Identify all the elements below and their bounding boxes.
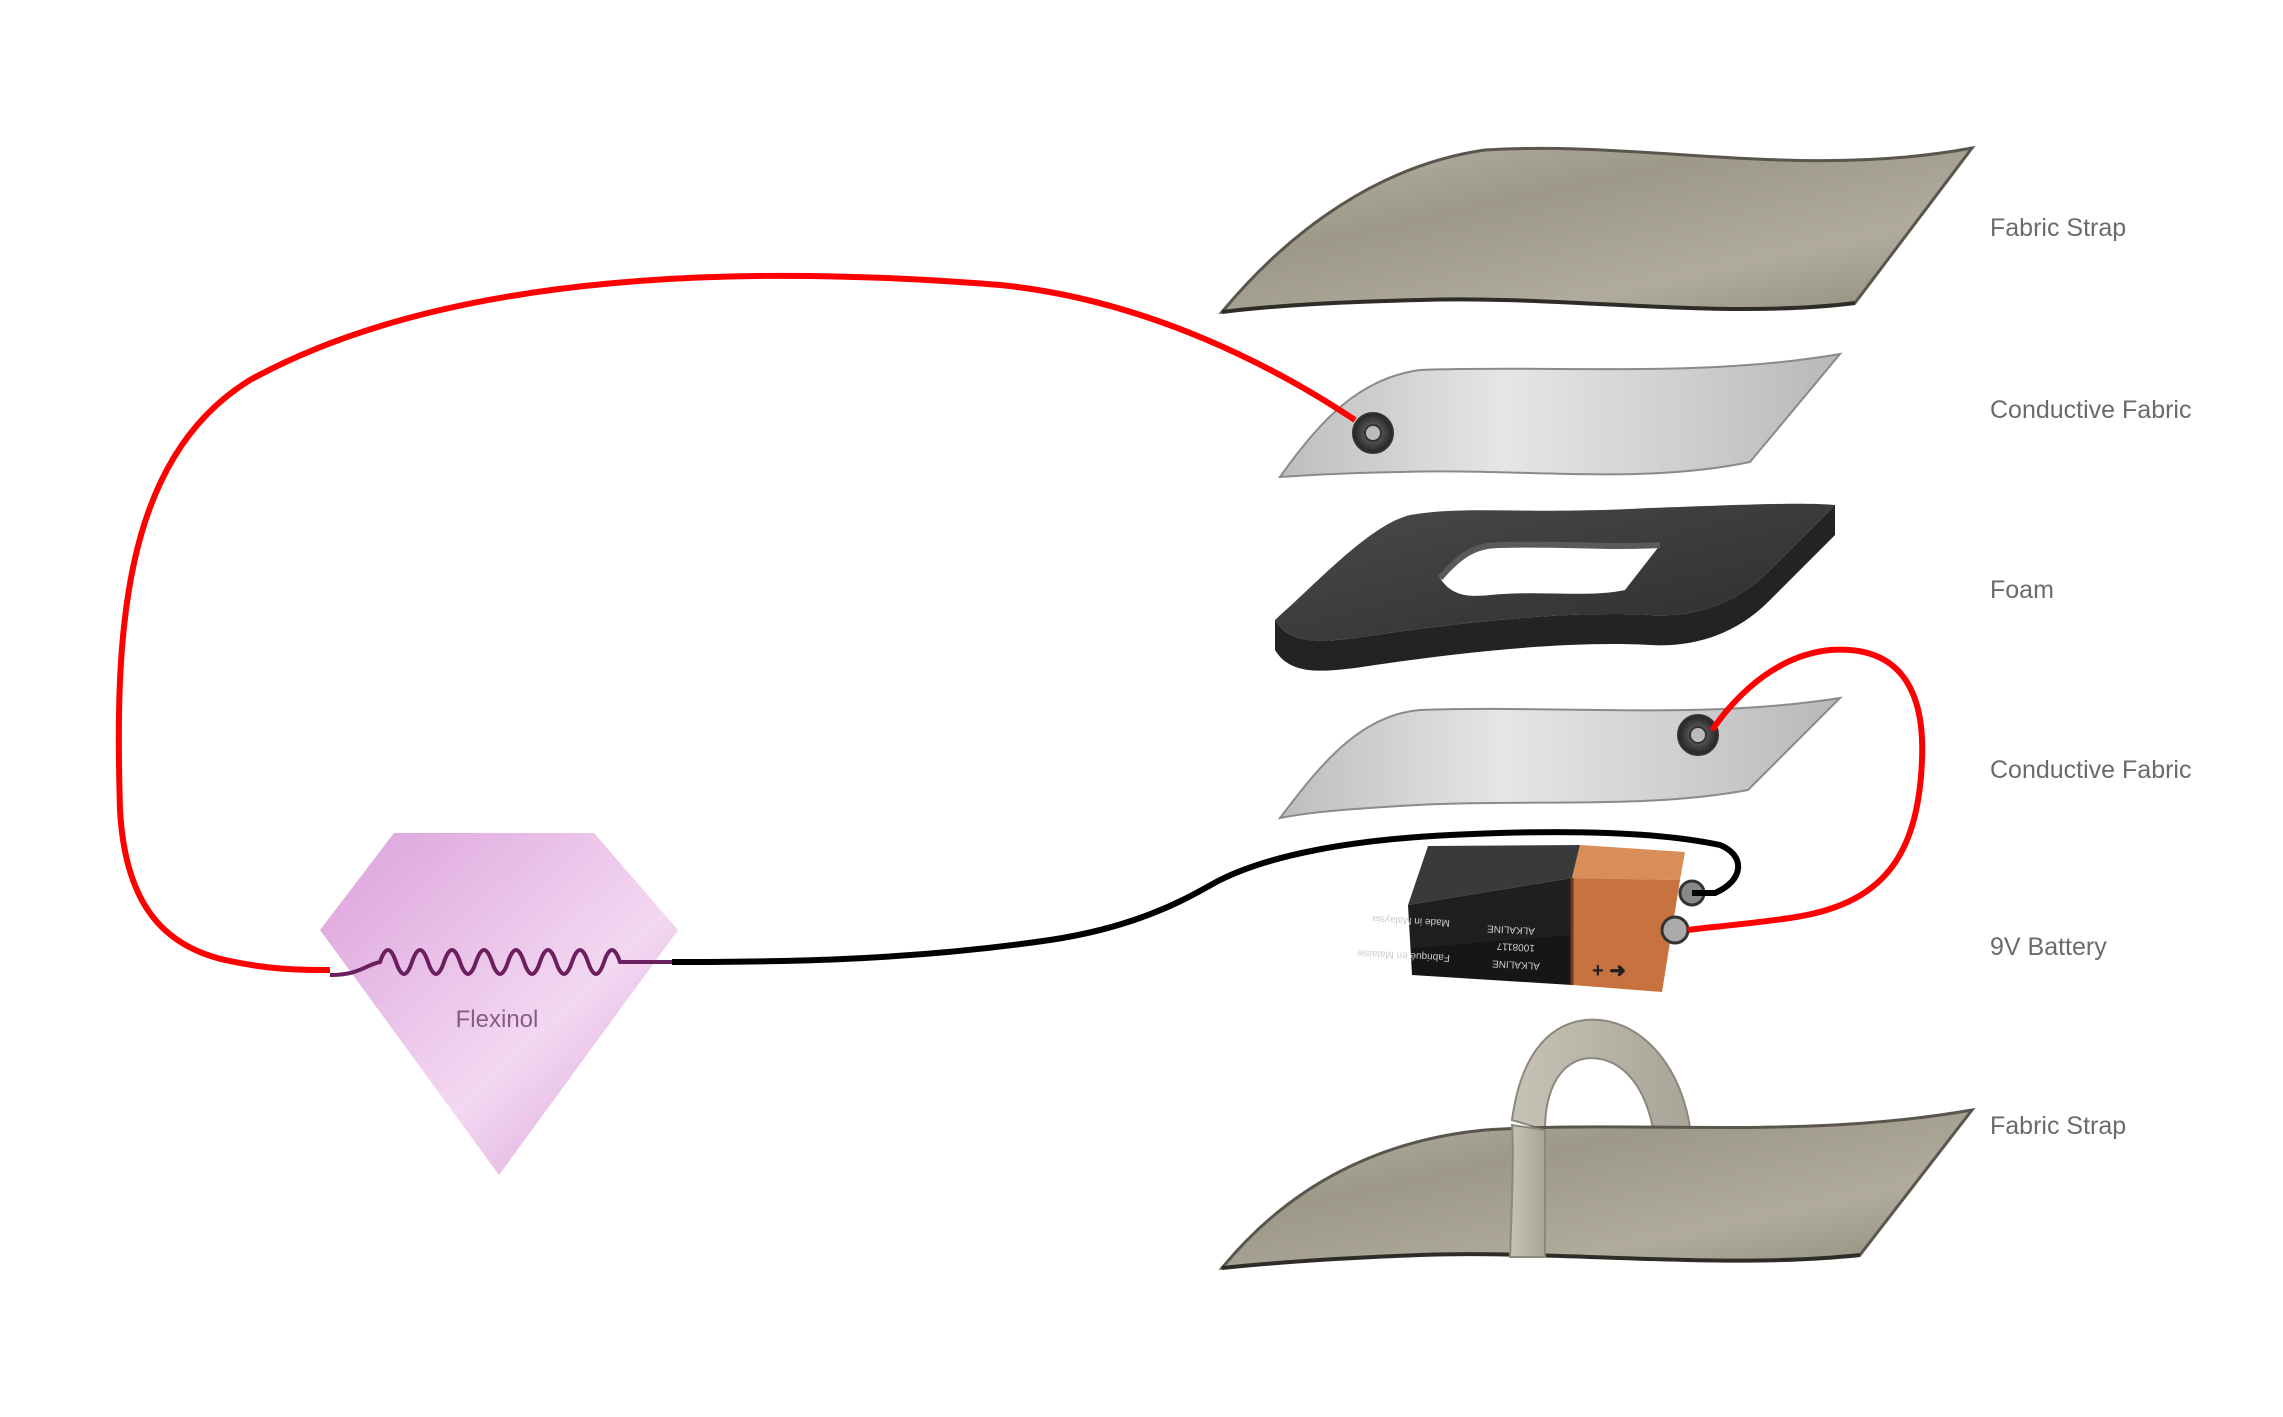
flexinol-label: Flexinol [456,1006,539,1033]
positive-wire-long [115,272,1357,973]
fabric-strap-top [1218,145,1976,314]
conductive-fabric-lower [1277,696,1843,820]
label-fabric-strap-bottom: Fabric Strap [1990,1112,2127,1140]
flexinol-coil [329,948,672,977]
label-fabric-strap-top: Fabric Strap [1990,214,2127,242]
battery-9v: ALKALINE 1008117 ALKALINE Made in Malays… [1356,845,1706,992]
label-foam: Foam [1990,576,2054,604]
battery-text-3: ALKALINE [1492,957,1541,971]
battery-terminal-symbol: + ➜ [1592,960,1626,982]
battery-text-1: ALKALINE [1487,922,1536,936]
snap-button-lower [1677,714,1719,756]
label-9v-battery: 9V Battery [1990,933,2107,961]
label-conductive-fabric-lower: Conductive Fabric [1990,756,2192,784]
battery-text-made2: Fabriqué en Malaisie [1356,947,1450,963]
conductive-fabric-upper [1277,352,1843,479]
foam-layer [1275,503,1835,671]
label-conductive-fabric-upper: Conductive Fabric [1990,396,2192,424]
fabric-strap-bottom [1218,1018,1976,1270]
battery-text-2: 1008117 [1496,940,1535,953]
negative-wire-long [671,829,1742,965]
snap-button-upper [1352,412,1394,454]
battery-text-made: Made in Malaysia [1371,913,1450,928]
positive-wire-short [1687,646,1926,933]
flexinol-actuator: Flexinol [320,833,678,1175]
